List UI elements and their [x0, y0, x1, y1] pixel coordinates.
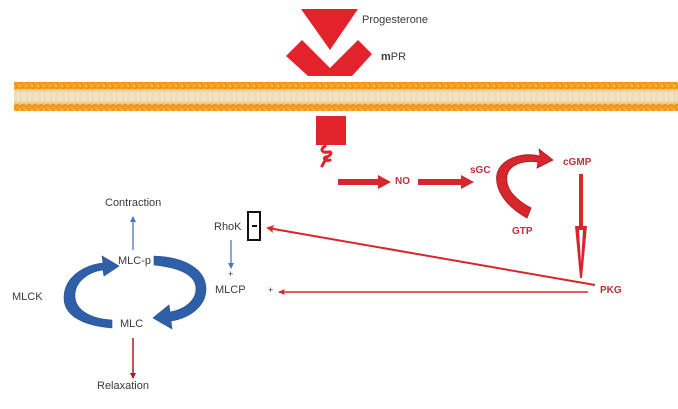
mlck-label: MLCK	[12, 291, 43, 303]
mpr-intracellular-domain	[316, 116, 346, 145]
mlcp-plus-right: +	[268, 285, 274, 295]
mlcp-cycle-arrow	[152, 255, 207, 330]
membrane-lipid-tails	[14, 89, 678, 104]
rhok-label: RhoK	[214, 221, 242, 233]
cgmp-label: cGMP	[563, 157, 592, 168]
mpr-receptor-icon	[286, 40, 372, 76]
mpr-label-suffix: PR	[390, 51, 407, 63]
mpr-label-prefix: m	[381, 51, 391, 63]
arrow-cgmp-to-pkg	[575, 174, 587, 278]
mpr-label: mPR	[381, 52, 406, 63]
sgc-label: sGC	[470, 165, 491, 176]
progesterone-label: Progesterone	[362, 14, 429, 26]
gtp-label: GTP	[512, 226, 533, 237]
membrane-inner-heads	[14, 104, 678, 111]
sgc-conversion-arrow	[496, 148, 554, 219]
arrow-pkg-to-rhok	[266, 225, 596, 286]
mlck-cycle-arrow	[63, 255, 120, 329]
mlc-p-label: MLC-p	[118, 255, 152, 267]
pkg-label: PKG	[600, 285, 622, 296]
arrow-no-to-sgc	[418, 175, 474, 189]
rhok-inhibition-box	[247, 211, 261, 241]
receptor-tail-squiggle-icon	[320, 144, 333, 168]
contraction-label: Contraction	[105, 197, 162, 209]
membrane-outer-heads	[14, 82, 678, 89]
no-label: NO	[395, 176, 410, 187]
mlcp-plus-top: +	[228, 269, 234, 279]
progesterone-ligand-icon	[301, 9, 358, 50]
minus-icon	[252, 225, 257, 227]
mlc-label: MLC	[120, 318, 144, 330]
arrow-to-no	[338, 175, 391, 189]
cell-membrane	[14, 82, 678, 111]
relaxation-label: Relaxation	[97, 380, 149, 392]
mlcp-label: MLCP	[215, 284, 246, 296]
